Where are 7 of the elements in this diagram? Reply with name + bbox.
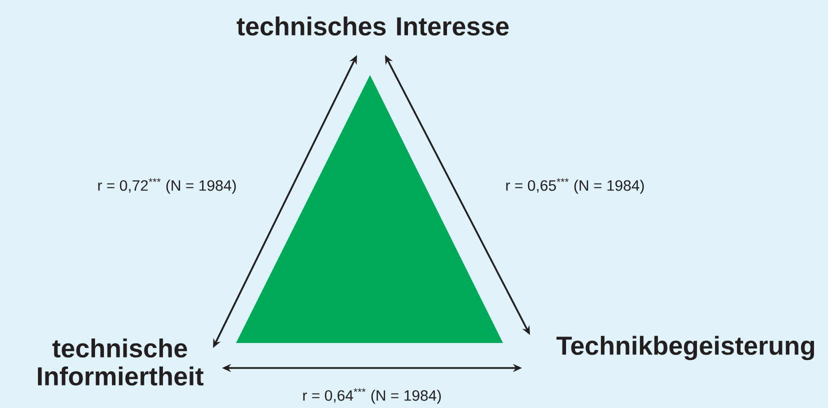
- node-label: Technikbegeisterung: [556, 336, 814, 360]
- edge-label: r = 0,65$^{***}$ (N = 1984): [504, 177, 646, 195]
- node-label: technische Informiertheit: [38, 338, 204, 386]
- node-label: technisches Interesse: [236, 16, 509, 36]
- edge-label: r = 0,72$^{***}$ (N = 1984): [96, 177, 238, 195]
- triangle: [236, 75, 503, 343]
- edge-label: r = 0,64$^{***}$ (N = 1984): [301, 387, 443, 405]
